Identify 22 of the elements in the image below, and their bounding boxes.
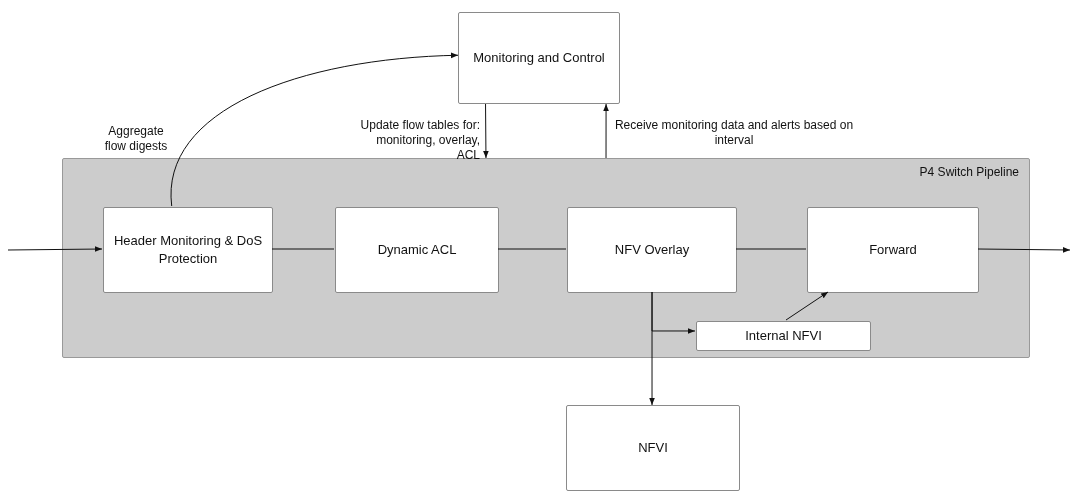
edge-label: Update flow tables for: monitoring, overlay, ACL bbox=[359, 118, 480, 163]
arrow bbox=[603, 103, 609, 159]
process-box: Monitoring and Control bbox=[458, 12, 620, 104]
edge-label: Aggregate flow digests bbox=[103, 124, 169, 154]
arrow bbox=[483, 103, 489, 159]
process-box: NFVI bbox=[566, 405, 740, 491]
arrow bbox=[171, 52, 459, 207]
arrow bbox=[649, 291, 655, 406]
connector-line bbox=[271, 248, 335, 250]
group-title: P4 Switch Pipeline bbox=[919, 165, 1019, 179]
arrow bbox=[7, 246, 103, 252]
process-box: NFV Overlay bbox=[567, 207, 737, 293]
edge-label: Receive monitoring data and alerts based on interval bbox=[614, 118, 854, 148]
connector-line bbox=[497, 248, 567, 250]
process-box: Forward bbox=[807, 207, 979, 293]
process-box: Internal NFVI bbox=[696, 321, 871, 351]
process-box: Dynamic ACL bbox=[335, 207, 499, 293]
arrow bbox=[977, 247, 1071, 253]
process-box: Header Monitoring & DoS Protection bbox=[103, 207, 273, 293]
arrow bbox=[785, 291, 829, 321]
pipeline-panel bbox=[62, 158, 1030, 358]
connector-line bbox=[735, 248, 807, 250]
